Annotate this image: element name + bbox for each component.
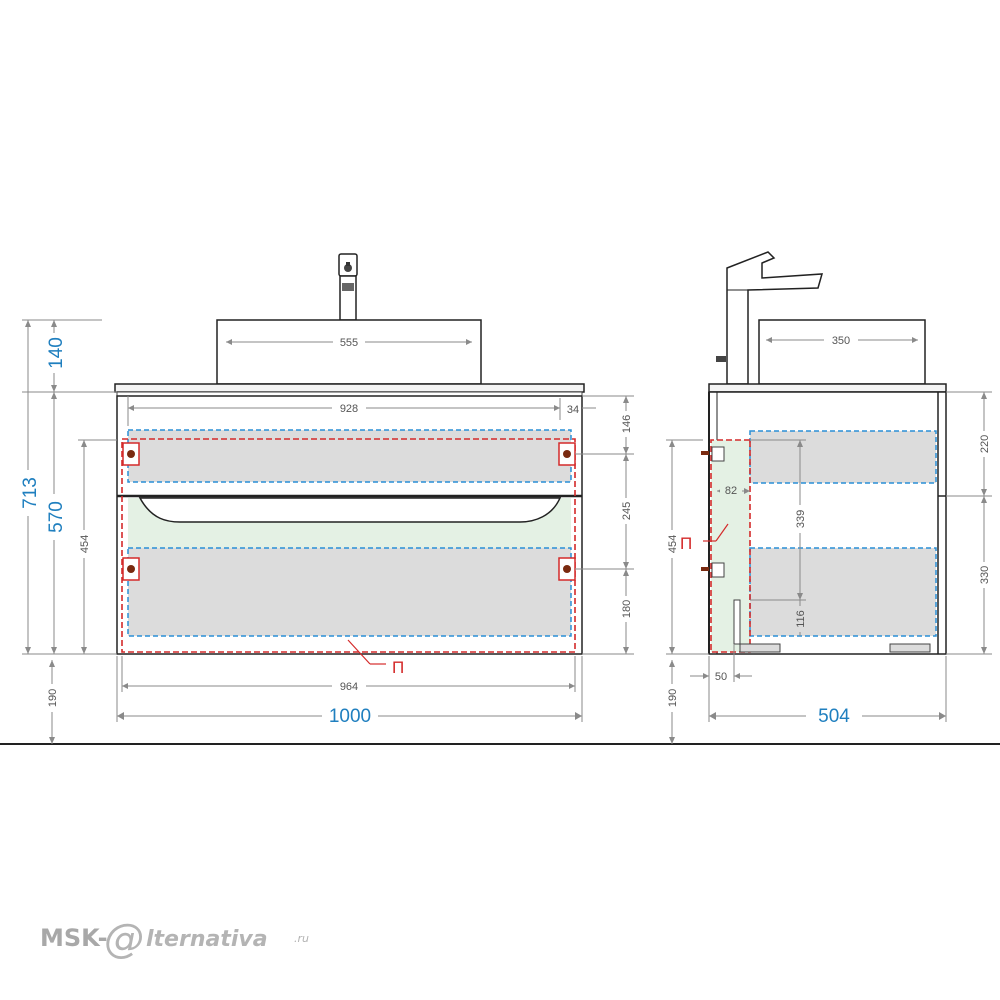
dim-bottom-50: 50 bbox=[715, 671, 727, 683]
dim-top-inner-width: 928 bbox=[340, 403, 358, 415]
mount-points bbox=[122, 442, 576, 581]
lower-drawer-side bbox=[749, 547, 937, 637]
dim-floor-gap-side: 190 bbox=[667, 689, 679, 707]
dim-inner-82: 82 bbox=[725, 485, 737, 497]
lower-drawer bbox=[128, 548, 571, 636]
mark-label-front: П bbox=[392, 658, 404, 677]
mark-label-side: П bbox=[680, 534, 692, 553]
dim-right-330: 330 bbox=[979, 566, 991, 584]
dim-total-width: 1000 bbox=[329, 706, 371, 727]
countertop bbox=[114, 383, 585, 393]
red-mark-outline bbox=[121, 438, 576, 653]
front-view: 555 bbox=[17, 253, 634, 744]
upper-drawer bbox=[128, 430, 571, 482]
dim-basin-depth: 350 bbox=[832, 335, 850, 347]
dim-basin-width: 555 bbox=[340, 337, 358, 349]
basin bbox=[216, 319, 482, 385]
dim-height-total: 713 bbox=[20, 477, 41, 509]
dim-right-245: 245 bbox=[621, 502, 633, 520]
dim-right-220: 220 bbox=[979, 435, 991, 453]
logo-prefix: MSK- bbox=[40, 924, 108, 952]
side-view: 350 П 82 bbox=[665, 251, 992, 744]
upper-drawer-side bbox=[749, 430, 937, 484]
faucet-icon bbox=[338, 253, 358, 321]
dim-mount-height-front: 454 bbox=[79, 535, 91, 553]
dim-inner-116: 116 bbox=[795, 610, 807, 628]
logo-suffix: lternativa bbox=[146, 927, 268, 952]
dim-height-basin: 140 bbox=[46, 337, 67, 369]
dim-inner-339: 339 bbox=[795, 510, 807, 528]
dim-mount-height-side: 454 bbox=[667, 535, 679, 553]
dim-top-offset: 34 bbox=[567, 404, 579, 416]
basin-side bbox=[758, 319, 926, 385]
dim-right-180: 180 bbox=[621, 600, 633, 618]
dim-total-depth: 504 bbox=[818, 706, 850, 727]
dim-height-cabinet: 570 bbox=[46, 501, 67, 533]
logo-tld: .ru bbox=[294, 932, 309, 945]
logo: MSK- @ lternativa .ru bbox=[40, 916, 309, 962]
dim-drawer-zone-width: 964 bbox=[340, 681, 358, 693]
dim-right-146: 146 bbox=[621, 415, 633, 433]
dim-floor-gap-front: 190 bbox=[47, 689, 59, 707]
logo-at-sign: @ bbox=[104, 916, 144, 962]
